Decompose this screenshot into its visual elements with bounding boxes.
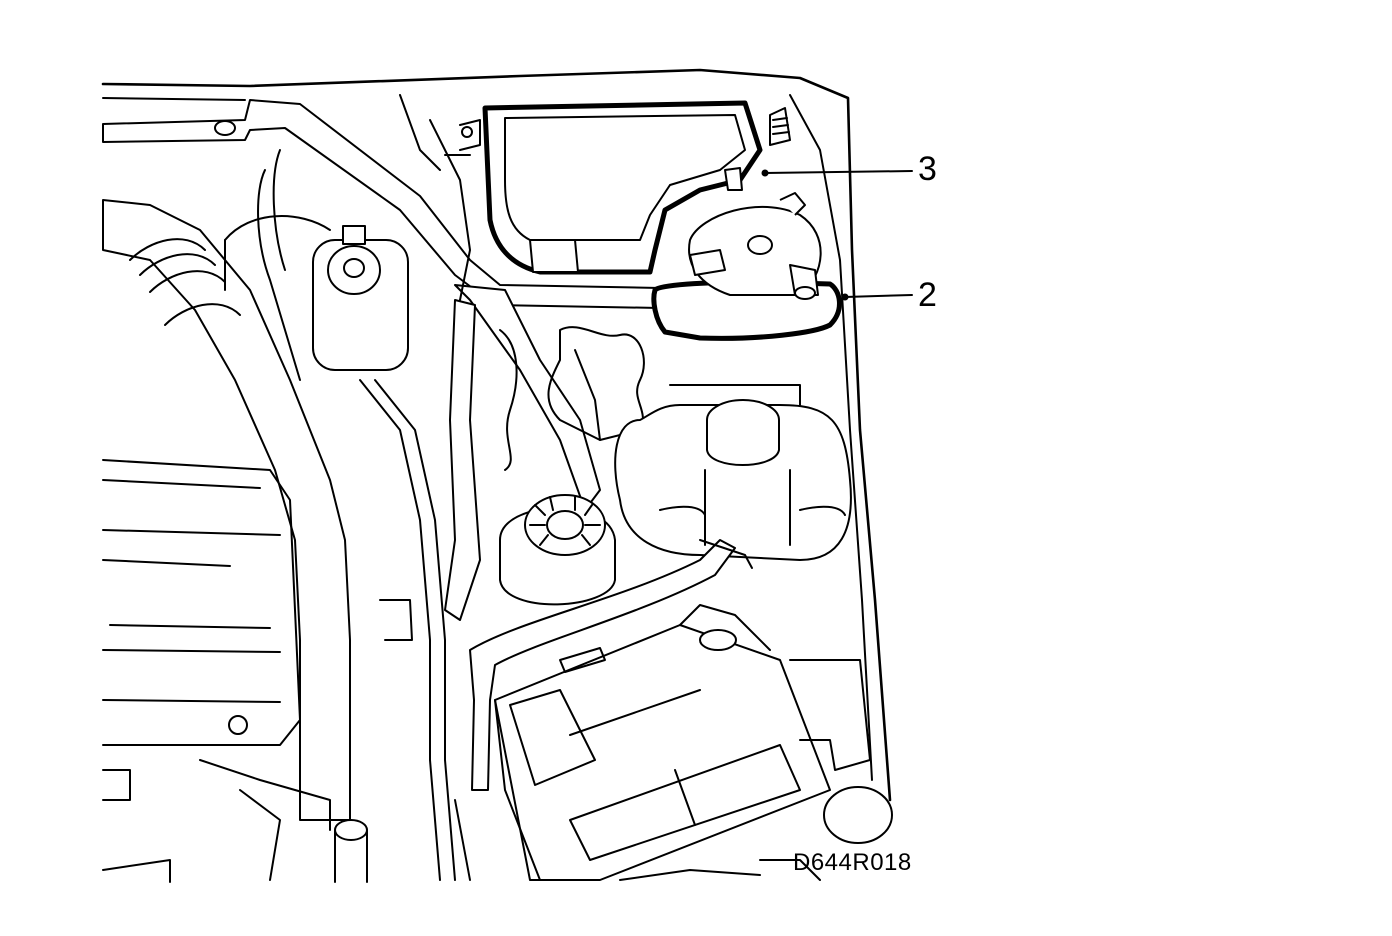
brake-booster <box>224 149 331 381</box>
figure-code-label: D644R018 <box>793 849 912 876</box>
callout-number-3: 3 <box>918 150 937 188</box>
engine-cover <box>102 459 331 883</box>
hoses <box>359 119 601 881</box>
leader-lines <box>761 169 913 301</box>
heater-hose <box>469 539 753 791</box>
leader-dot-3 <box>761 169 769 177</box>
callout-number-2: 2 <box>918 276 937 314</box>
leader-line-3 <box>764 170 913 174</box>
brake-fluid-reservoir <box>312 225 409 371</box>
fender-outline <box>101 68 892 802</box>
air-filter-lid <box>759 659 893 881</box>
battery <box>494 604 831 881</box>
relay-box-cover <box>459 100 791 275</box>
wiring-harness <box>499 326 645 471</box>
lower-components <box>334 799 761 883</box>
power-steering-reservoir <box>499 494 616 606</box>
leader-dot-2 <box>841 293 849 301</box>
fuse-relay-box <box>651 192 842 341</box>
intake-pipe <box>102 199 351 821</box>
leader-line-2 <box>844 294 913 298</box>
coolant-expansion-tank <box>614 384 852 561</box>
